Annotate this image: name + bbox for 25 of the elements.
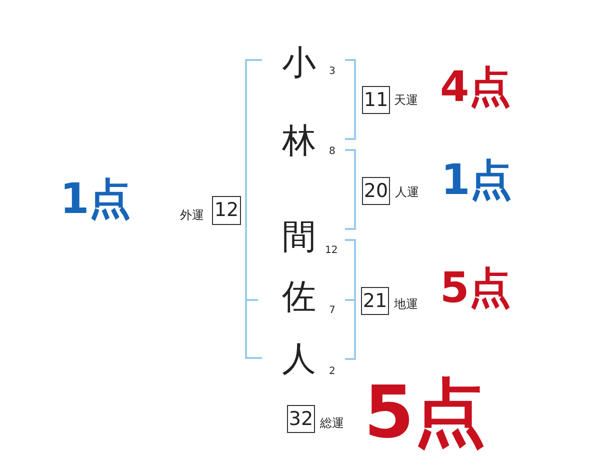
name-character: 小: [282, 46, 316, 80]
name-character: 林: [282, 124, 316, 158]
number-box: 20: [362, 177, 390, 205]
score-text: 5点: [364, 376, 486, 448]
score-text: 1点: [60, 178, 132, 220]
name-character: 人: [282, 342, 316, 376]
stroke-count: 12: [325, 246, 338, 256]
stroke-count: 7: [329, 306, 336, 316]
name-character: 佐: [282, 280, 316, 314]
stroke-count: 2: [329, 367, 336, 377]
score-text: 4点: [440, 66, 512, 108]
fortune-label: 天運: [394, 94, 418, 106]
fortune-label: 総運: [320, 417, 344, 429]
stroke-count: 8: [329, 147, 336, 157]
name-character: 間: [282, 220, 316, 254]
fortune-label: 人運: [395, 186, 419, 198]
number-box: 11: [362, 86, 390, 114]
score-text: 1点: [441, 159, 512, 201]
number-box: 32: [287, 405, 315, 433]
score-text: 5点: [440, 267, 512, 309]
fortune-label: 地運: [394, 298, 418, 310]
fortune-label: 外運: [180, 209, 204, 221]
stroke-count: 3: [329, 67, 336, 77]
number-box: 12: [212, 196, 241, 225]
number-box: 21: [361, 287, 389, 315]
